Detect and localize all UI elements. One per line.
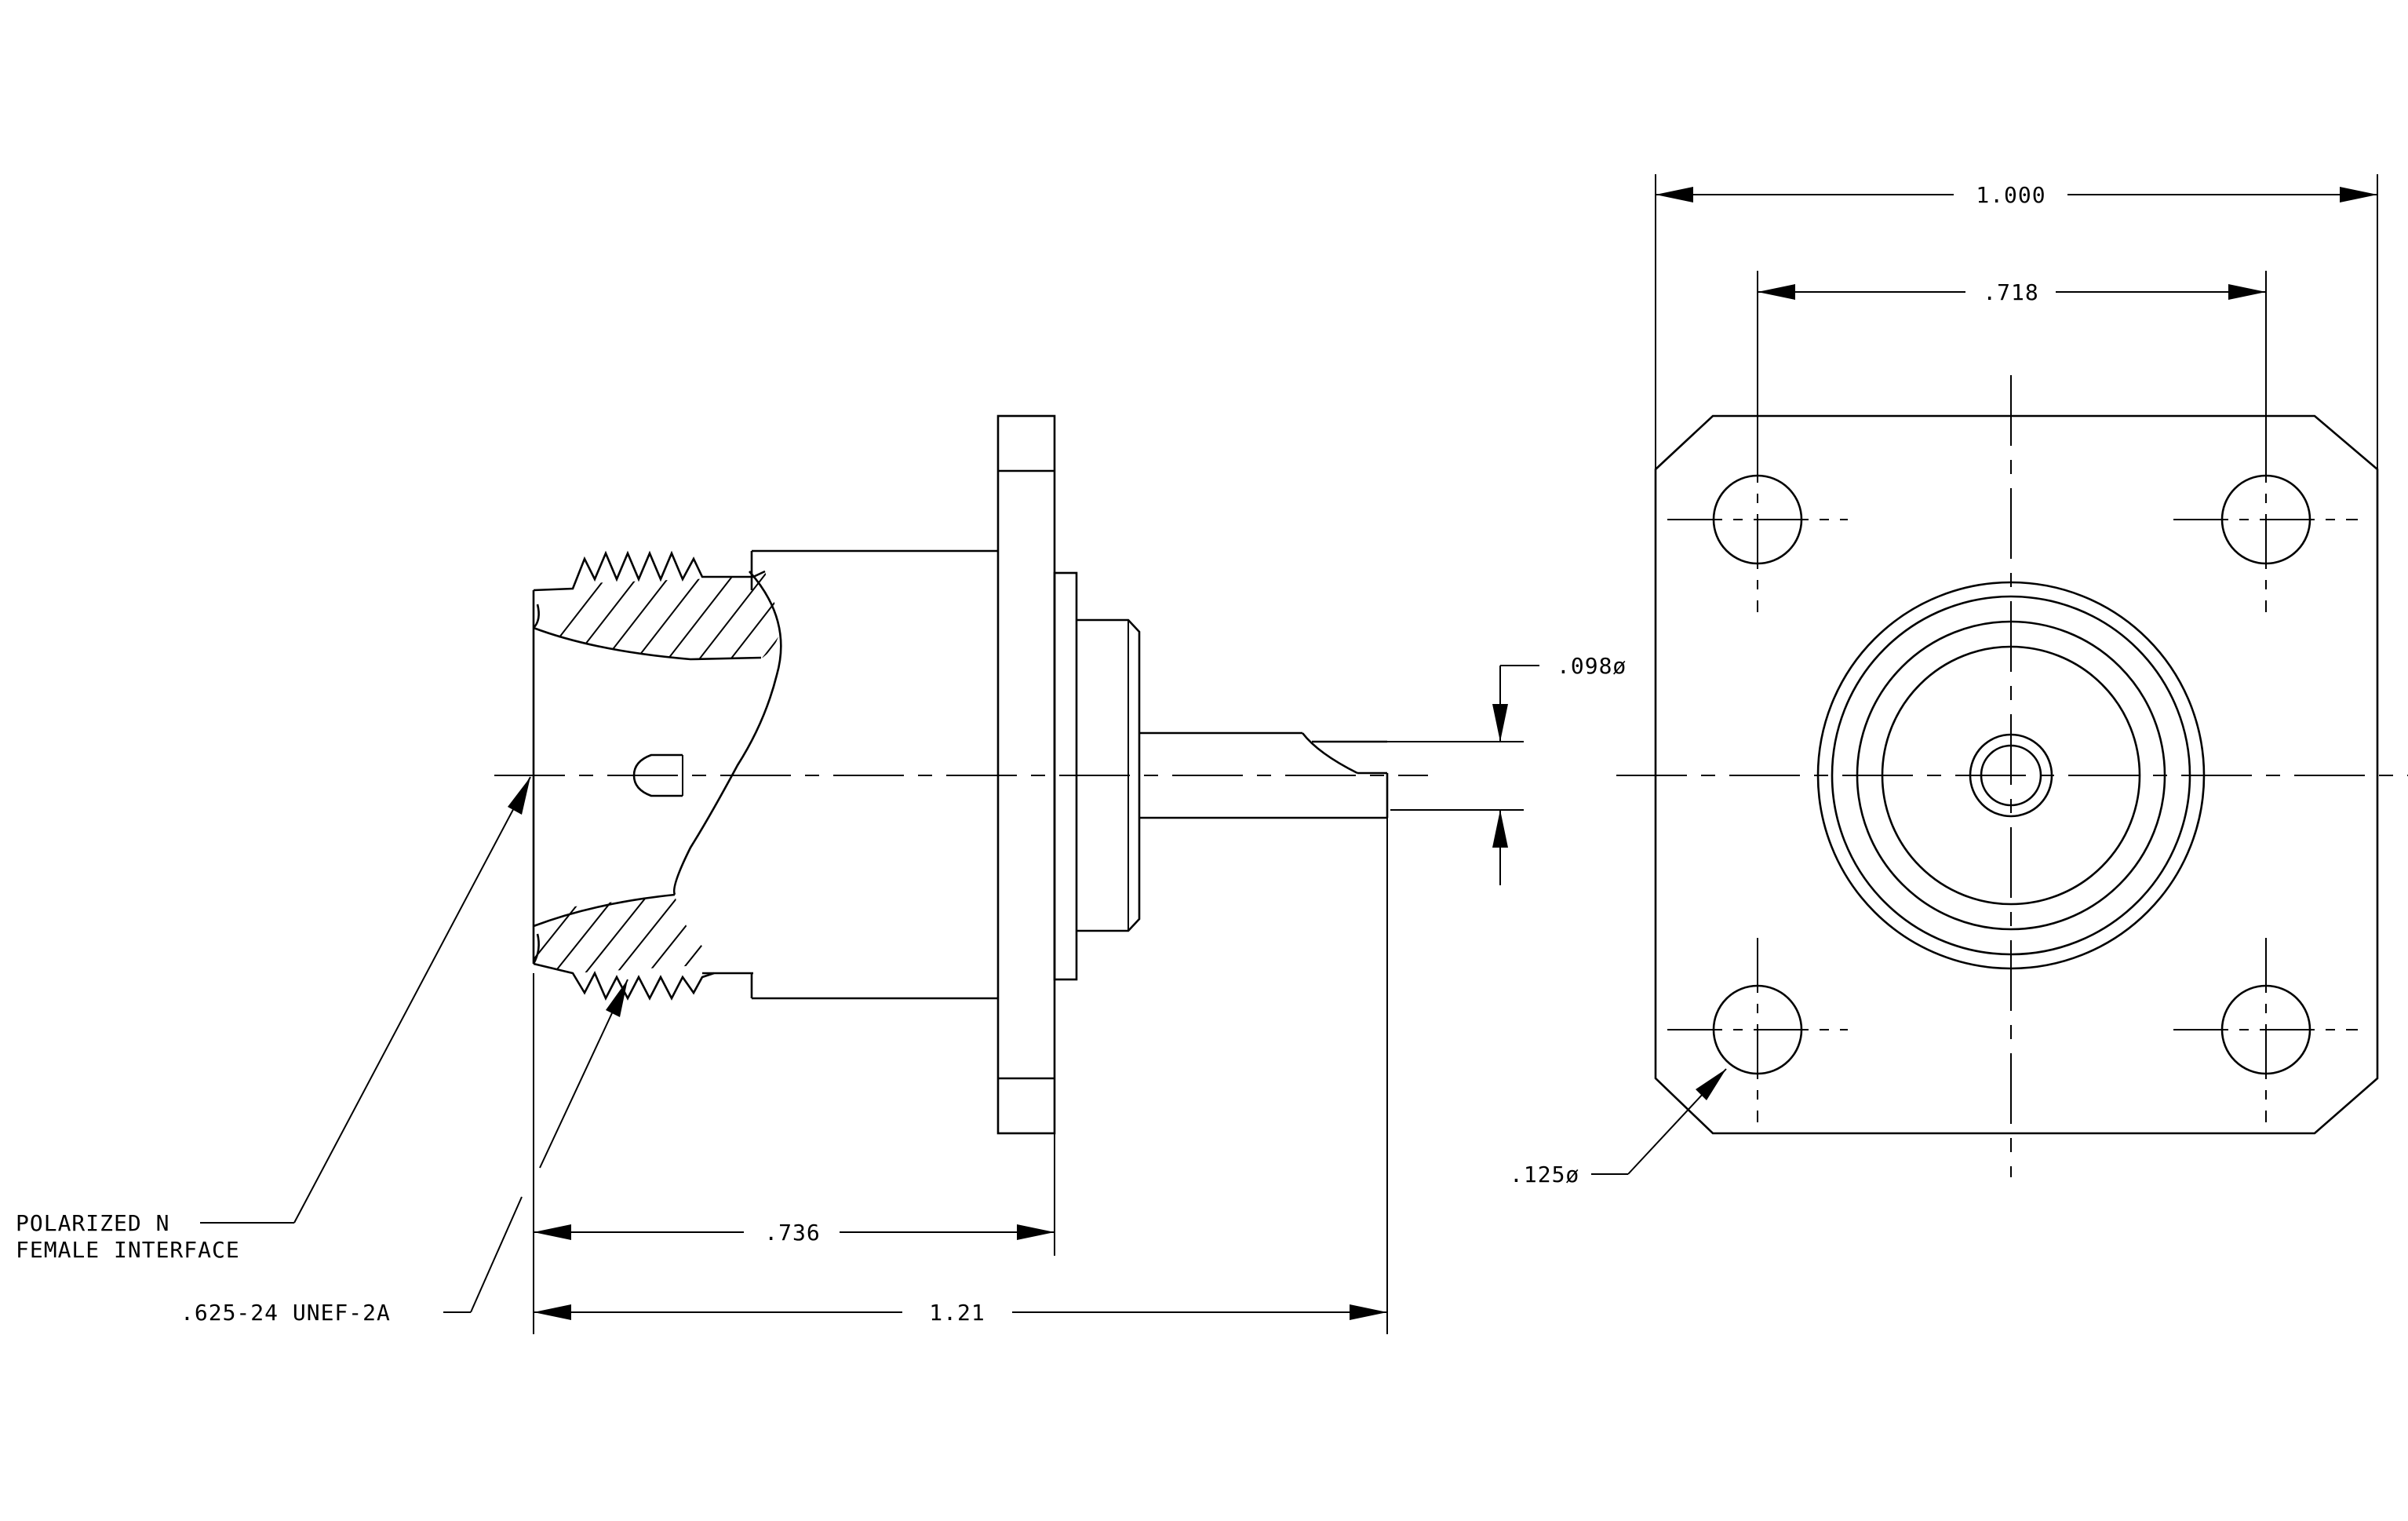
- rear-step-1: [1053, 571, 1078, 981]
- dimension-length-736: .736: [533, 973, 1055, 1334]
- front-view: [1616, 375, 2408, 1177]
- mounting-hole-bottom-left: [1667, 938, 1848, 1122]
- center-contact-inner: [1980, 744, 2042, 807]
- length-121-label: 1.21: [929, 1300, 985, 1326]
- spacing-label: .718: [1983, 279, 2038, 305]
- length-736-label: .736: [764, 1220, 820, 1246]
- dimension-length-121: 1.21: [534, 818, 1388, 1334]
- dimension-overall-width: 1.000: [1655, 174, 2378, 469]
- socket-contact: [632, 753, 683, 797]
- mounting-hole-bottom-right: [2173, 938, 2358, 1122]
- hole-diameter-label: .125ø: [1510, 1162, 1579, 1187]
- interface-label-line2: FEMALE INTERFACE: [16, 1237, 240, 1263]
- callout-thread: .625-24 UNEF-2A: [180, 979, 628, 1326]
- dimension-pin-diameter: .098ø: [1317, 653, 1627, 885]
- center-contact-outer: [1969, 733, 2053, 818]
- rear-step-2: [1076, 618, 1141, 932]
- outer-ring: [1816, 581, 2206, 970]
- coupling-body: [532, 550, 782, 1001]
- dimension-hole-spacing: .718: [1757, 271, 2267, 471]
- width-label: 1.000: [1976, 182, 2046, 208]
- section-hatch-top: [534, 571, 781, 659]
- thread-spec-label: .625-24 UNEF-2A: [180, 1300, 391, 1326]
- section-hatch-bottom: [534, 895, 706, 973]
- pin-diameter-label: .098ø: [1557, 653, 1627, 679]
- dimension-hole-diameter: .125ø: [1510, 1068, 1727, 1187]
- flange-outline: [1654, 414, 2379, 1135]
- side-view: [494, 414, 1428, 1135]
- interface-label-line1: POLARIZED N: [16, 1210, 169, 1236]
- callout-interface: POLARIZED N FEMALE INTERFACE: [16, 776, 531, 1263]
